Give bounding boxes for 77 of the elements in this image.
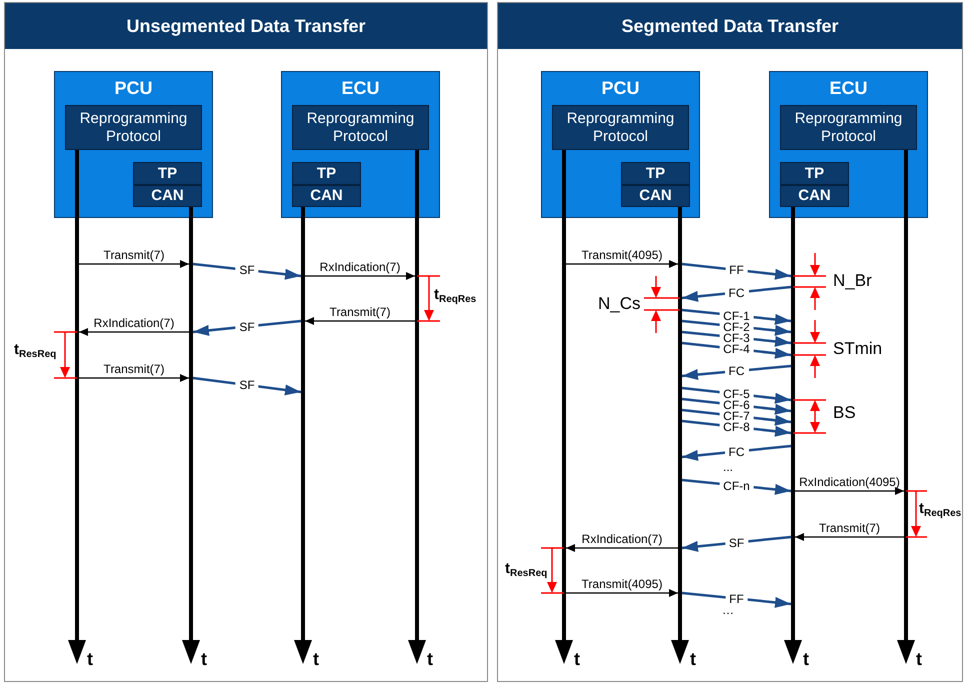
call-arrow [566, 544, 678, 552]
unit-title: ECU [340, 78, 380, 99]
unit-box [281, 71, 440, 218]
parameter-label: N_Cs [598, 294, 641, 314]
frame-arrow [192, 320, 302, 336]
unit-box [54, 71, 213, 218]
timing-label: t$_{ReqRes}$ [434, 286, 476, 305]
time-axis-label: t [87, 650, 93, 668]
unit-title: PCU [600, 78, 640, 99]
ellipsis-text: … [722, 603, 734, 617]
edge-label: Transmit(7) [819, 522, 880, 534]
time-axis-label: t [313, 650, 319, 668]
timing-label: t$_{ResReq}$ [14, 341, 56, 360]
call-arrow [79, 374, 189, 382]
layer-box: Reprogramming Protocol [292, 105, 429, 150]
edge-label: Transmit(7) [104, 363, 164, 375]
unit-title: ECU [828, 78, 868, 99]
layer-box: TP [292, 162, 361, 185]
timing-label: t$_{ResReq}$ [505, 560, 548, 579]
layer-box: TP [133, 162, 202, 185]
layer-box: Reprogramming Protocol [552, 105, 689, 150]
edge-label: CF-8 [719, 421, 754, 433]
call-arrow [305, 272, 415, 280]
ellipsis-text: ... [723, 460, 734, 474]
timing-label: t$_{ReqRes}$ [919, 500, 962, 519]
call-arrow [79, 328, 189, 336]
frame-arrow [682, 286, 792, 302]
frame-arrow [192, 376, 302, 396]
edge-label: Transmit(4095) [582, 249, 662, 261]
panel-header: Segmented Data Transfer [498, 3, 962, 49]
time-axis-label: t [201, 650, 207, 668]
time-axis-label: t [803, 650, 809, 668]
edge-label: CF-4 [719, 343, 754, 355]
frame-arrow [682, 364, 792, 380]
call-arrow [795, 533, 904, 541]
unit-box [769, 71, 928, 218]
time-axis-label: t [916, 650, 922, 668]
edge-label: RxIndication(7) [320, 261, 400, 273]
unit-box [541, 71, 700, 218]
layer-box: Reprogramming Protocol [780, 105, 917, 150]
call-arrow [305, 317, 415, 325]
panel [497, 2, 963, 682]
edge-label: Transmit(7) [330, 306, 390, 318]
layer-box: TP [780, 162, 849, 185]
frame-arrow [192, 262, 302, 280]
layer-box: CAN [292, 185, 361, 207]
frame-arrow [682, 592, 792, 608]
parameter-label: N_Br [833, 271, 872, 291]
call-arrow [566, 260, 678, 268]
edge-label: SF [235, 320, 259, 332]
time-axis-label: t [574, 650, 580, 668]
edge-label: FC [724, 365, 748, 377]
layer-box: CAN [621, 185, 690, 207]
edge-label: FF [725, 264, 748, 276]
call-arrow [795, 487, 904, 495]
layer-box: TP [621, 162, 690, 185]
parameter-label: BS [833, 403, 856, 423]
time-axis-label: t [427, 650, 433, 668]
edge-label: RxIndication(7) [94, 317, 174, 329]
edge-label: SF [235, 379, 259, 391]
time-axis-label: t [690, 650, 696, 668]
edge-label: Transmit(4095) [582, 578, 662, 590]
edge-label: RxIndication(4095) [799, 476, 900, 488]
call-arrow [79, 260, 189, 268]
edge-label: RxIndication(7) [582, 533, 662, 545]
frame-arrow [682, 444, 792, 461]
call-arrow [566, 589, 678, 597]
panel [4, 2, 488, 682]
layer-box: Reprogramming Protocol [65, 105, 202, 150]
parameter-label: STmin [833, 339, 882, 359]
layer-box: CAN [133, 185, 202, 207]
edge-label: SF [235, 264, 259, 276]
layer-box: CAN [780, 185, 849, 207]
edge-label: Transmit(7) [104, 249, 164, 261]
unit-title: PCU [113, 78, 154, 99]
frame-arrow [682, 536, 792, 552]
panel-header: Unsegmented Data Transfer [5, 3, 487, 49]
